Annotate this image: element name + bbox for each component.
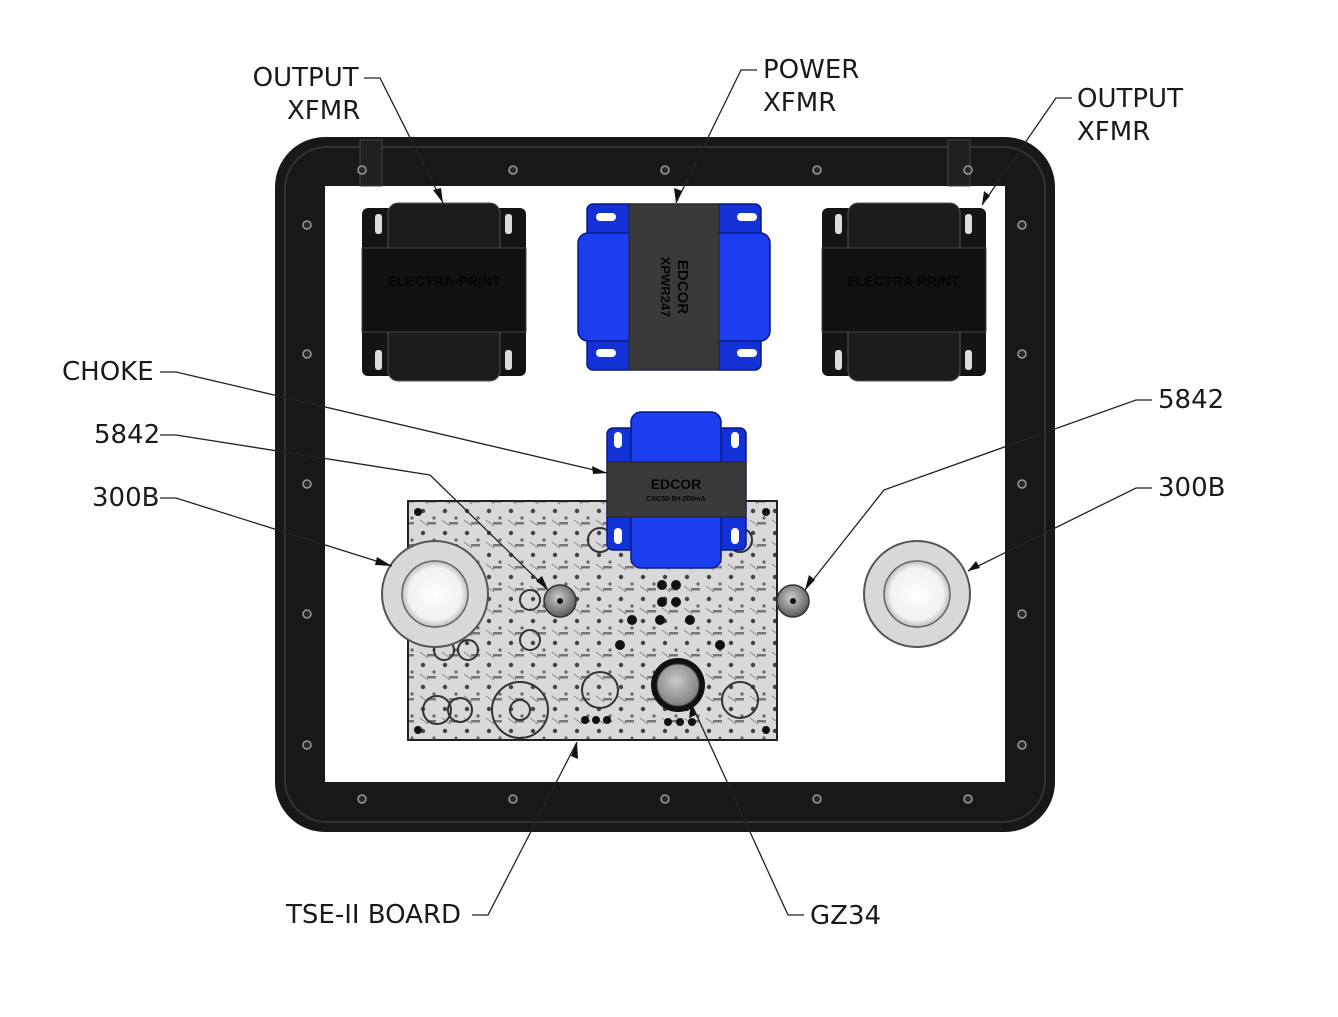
leader-300b-left — [160, 497, 393, 567]
label-power-xfmr: POWER XFMR — [763, 54, 859, 120]
label-5842-left: 5842 — [94, 420, 161, 450]
output-left-brand: ELECTRA-PRINT — [388, 273, 501, 289]
leader-5842-left — [160, 434, 549, 591]
label-output-right-line2: XFMR — [1077, 117, 1151, 147]
leader-output-left — [364, 77, 444, 204]
output-transformer-left: ELECTRA-PRINT — [361, 202, 527, 382]
mounting-screws — [302, 165, 1027, 804]
leader-gz34 — [690, 702, 804, 916]
label-300b-right: 300B — [1158, 473, 1226, 503]
choke-model: CXC50-8H-200mA — [646, 496, 705, 503]
tube-300b-right — [863, 540, 971, 648]
power-brand: EDCOR — [674, 260, 691, 314]
label-300b-left: 300B — [92, 483, 160, 513]
output-transformer-right: ELECTRA-PRINT — [821, 202, 987, 382]
choke-transformer: EDCOR CXC50-8H-200mA — [606, 411, 747, 569]
leader-output-right — [981, 97, 1072, 206]
arrow-heads — [375, 188, 990, 759]
label-choke: CHOKE — [62, 357, 154, 387]
label-tse-ii-board: TSE-II BOARD — [286, 900, 462, 930]
leader-power — [675, 69, 757, 204]
tube-300b-left — [381, 540, 489, 648]
label-5842-right: 5842 — [1158, 385, 1225, 415]
label-output-left-line1: OUTPUT — [252, 63, 359, 93]
label-output-right-line1: OUTPUT — [1077, 84, 1183, 114]
label-power-line2: XFMR — [763, 88, 837, 118]
leader-board — [472, 741, 578, 916]
power-transformer: EDCOR XPWR247 — [577, 203, 771, 371]
power-model: XPWR247 — [658, 257, 673, 318]
label-output-xfmr-left: OUTPUT XFMR — [251, 62, 361, 128]
label-gz34: GZ34 — [810, 901, 882, 931]
leader-5842-right — [804, 399, 1152, 591]
label-output-xfmr-right: OUTPUT XFMR — [1077, 83, 1183, 149]
tube-5842-right — [776, 584, 810, 618]
tube-5842-left — [543, 584, 577, 618]
leader-choke — [160, 371, 608, 474]
tube-gz34 — [651, 658, 705, 712]
label-power-line1: POWER — [763, 55, 860, 85]
choke-brand: EDCOR — [651, 476, 702, 492]
leader-300b-right — [967, 487, 1152, 572]
leader-lines — [160, 69, 1152, 916]
label-output-left-line2: XFMR — [287, 96, 361, 126]
output-right-brand: ELECTRA-PRINT — [847, 273, 960, 289]
